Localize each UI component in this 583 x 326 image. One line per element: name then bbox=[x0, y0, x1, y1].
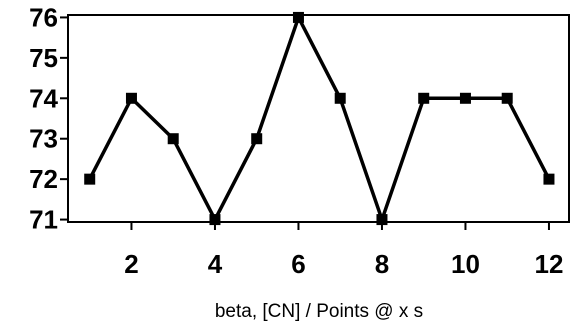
data-point-marker bbox=[543, 173, 555, 185]
data-point-marker bbox=[125, 92, 137, 104]
series-line bbox=[88, 15, 551, 222]
x-axis-label: beta, [CN] / Points @ x s bbox=[215, 301, 423, 322]
data-point-marker bbox=[167, 133, 179, 145]
x-tick-label: 4 bbox=[208, 249, 223, 279]
data-point-marker bbox=[334, 92, 346, 104]
x-tick-label: 8 bbox=[375, 249, 389, 279]
data-point-marker bbox=[376, 214, 388, 226]
x-axis: 2 4 6 8 10 12 bbox=[124, 222, 563, 279]
data-point-marker bbox=[459, 92, 471, 104]
x-tick-label: 10 bbox=[451, 249, 480, 279]
y-tick-label: 74 bbox=[29, 83, 58, 113]
data-point-marker bbox=[418, 92, 430, 104]
data-point-marker bbox=[501, 92, 513, 104]
x-tick-label: 6 bbox=[291, 249, 305, 279]
y-tick-label: 73 bbox=[29, 124, 58, 154]
y-tick-label: 75 bbox=[29, 43, 58, 73]
data-point-marker bbox=[209, 214, 221, 226]
x-tick-label: 12 bbox=[534, 249, 563, 279]
data-point-marker bbox=[84, 173, 96, 185]
plot-frame bbox=[67, 14, 570, 223]
y-tick-label: 76 bbox=[29, 2, 58, 32]
y-tick-label: 72 bbox=[29, 164, 58, 194]
data-point-marker bbox=[292, 11, 304, 23]
series bbox=[84, 11, 555, 226]
data-point-marker bbox=[251, 133, 263, 145]
x-tick-label: 2 bbox=[124, 249, 138, 279]
y-tick-label: 71 bbox=[29, 205, 58, 235]
y-axis: 71 72 73 74 75 76 bbox=[29, 2, 68, 235]
